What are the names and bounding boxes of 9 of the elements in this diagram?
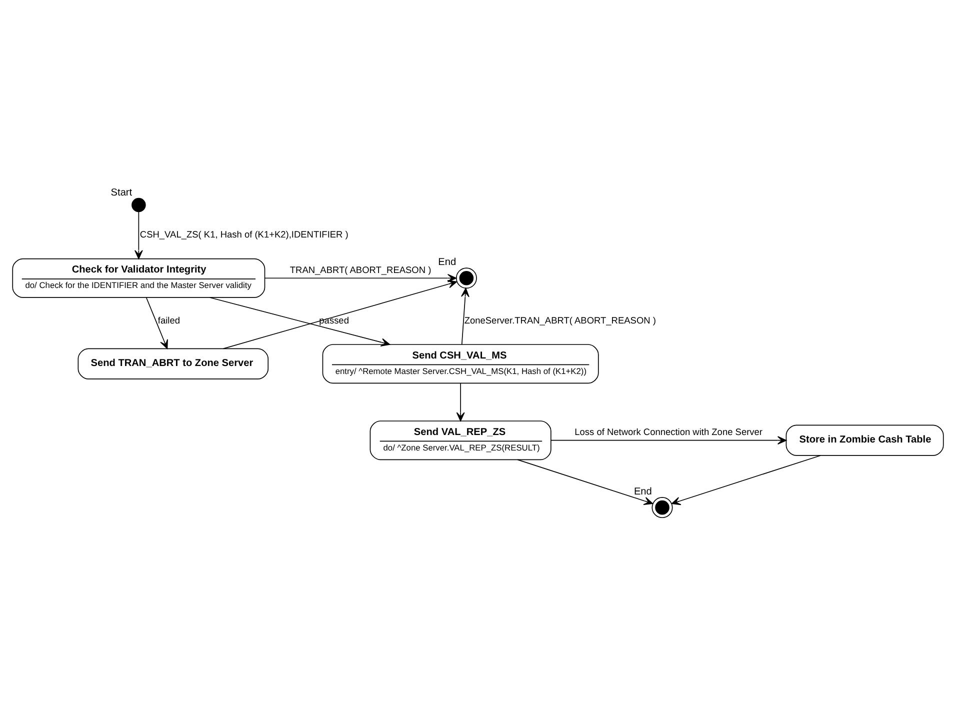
node-label: End [438,257,456,268]
edge-label: failed [158,315,180,326]
edge-label: CSH_VAL_ZS( K1, Hash of (K1+K2),IDENTIFIER ) [140,230,348,240]
node-label: Start [110,187,132,198]
node-label: End [634,486,652,498]
edge-label: ZoneServer.TRAN_ABRT( ABORT_REASON ) [464,315,656,326]
edge-label: passed [319,315,349,326]
edge-label: Loss of Network Connection with Zone Server [574,427,762,438]
edge-label: TRAN_ABRT( ABORT_REASON ) [290,264,432,275]
